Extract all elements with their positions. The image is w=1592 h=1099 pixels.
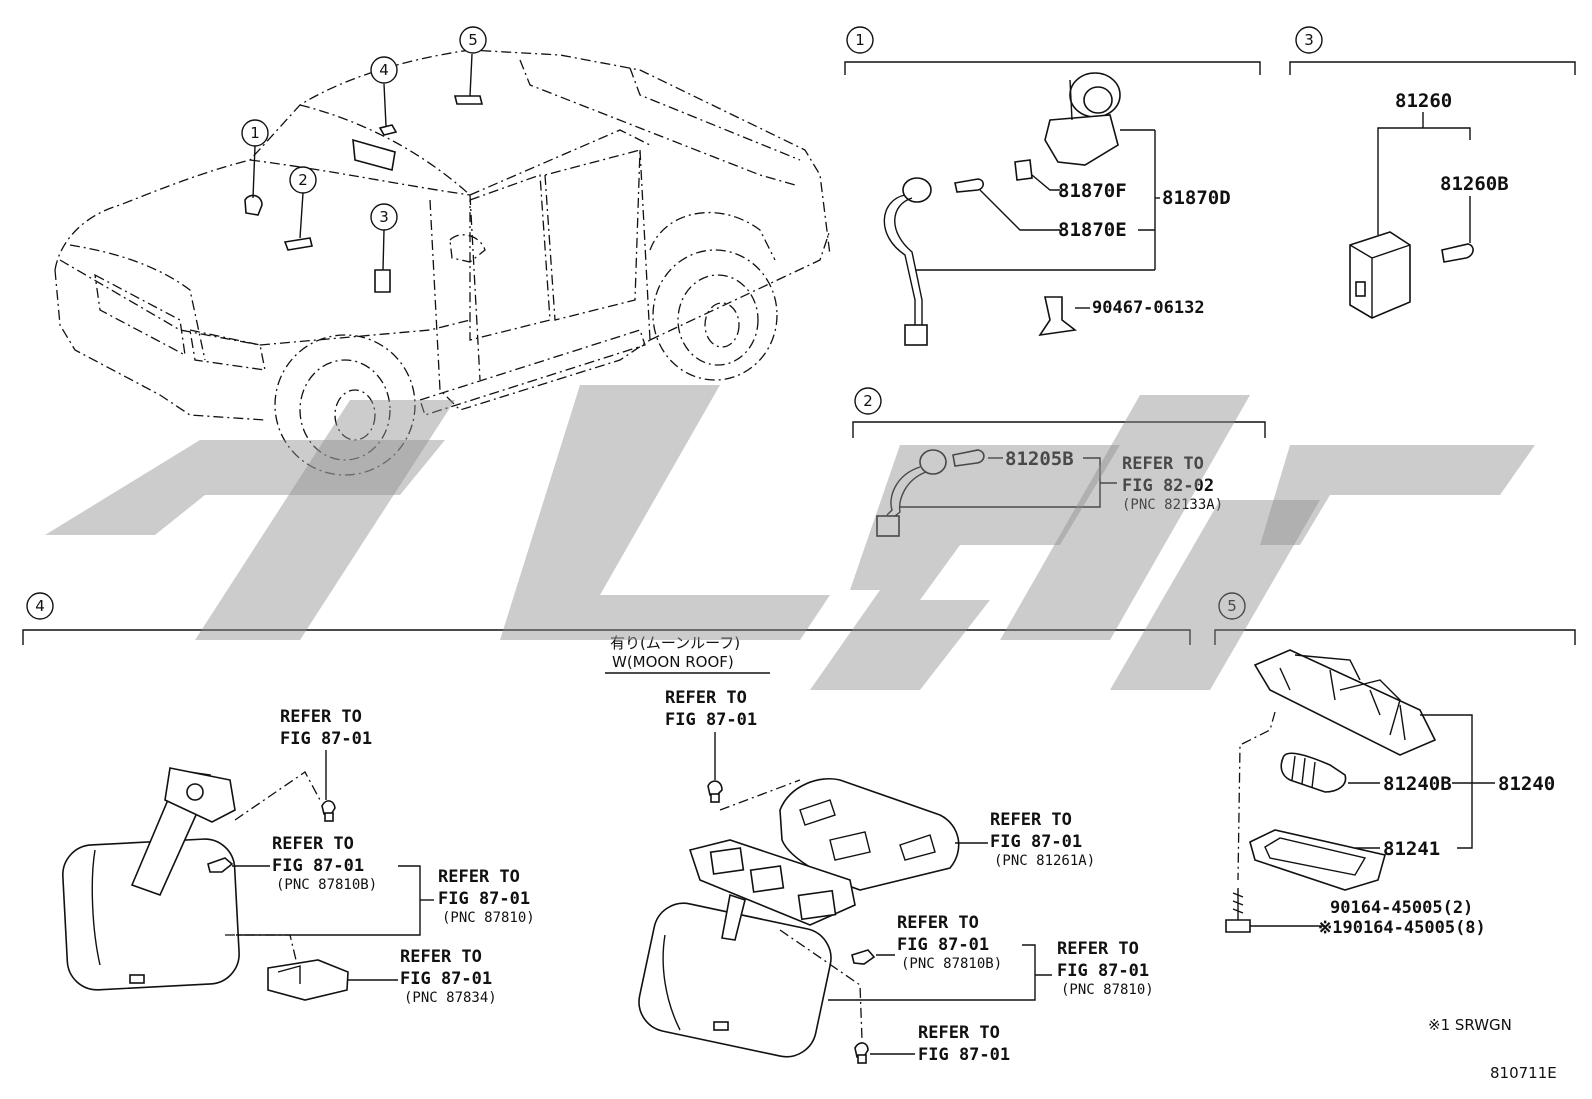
ref-f-1[interactable]: REFER TO: [990, 810, 1072, 830]
truck-callout-2[interactable]: 2: [289, 166, 317, 194]
ref-b-2[interactable]: FIG 87-01: [272, 856, 364, 876]
part-81870E[interactable]: 81870E: [1058, 219, 1127, 241]
svg-text:1: 1: [855, 31, 865, 49]
part-81260B[interactable]: 81260B: [1440, 173, 1509, 195]
interior-lamp-housing: [1253, 649, 1437, 756]
rear-view-mirror-right: [638, 893, 832, 1058]
ref-i-1[interactable]: REFER TO: [918, 1023, 1000, 1043]
part-81241[interactable]: 81241: [1383, 838, 1440, 860]
part-81240B[interactable]: 81240B: [1383, 773, 1452, 795]
part-81240[interactable]: 81240: [1498, 773, 1555, 795]
section-2: 2 81205B REFER TO FIG 82-02 (PNC 82133A): [852, 387, 1266, 537]
ref-h-2[interactable]: FIG 87-01: [1057, 961, 1149, 981]
ref-c-1[interactable]: REFER TO: [438, 867, 520, 887]
control-unit: [1349, 231, 1411, 319]
ref-e-2[interactable]: FIG 87-01: [665, 710, 757, 730]
ref-b-1[interactable]: REFER TO: [272, 834, 354, 854]
ref-g-1[interactable]: REFER TO: [897, 913, 979, 933]
part-81260[interactable]: 81260: [1395, 90, 1452, 112]
section2-refer-3: (PNC 82133A): [1122, 497, 1223, 513]
truck-callout-1[interactable]: 1: [241, 119, 269, 147]
moonroof-en-label: W(MOON ROOF): [612, 653, 734, 671]
truck-callout-4[interactable]: 4: [370, 56, 398, 84]
console-lamp-panel: [688, 839, 856, 926]
ref-d-1[interactable]: REFER TO: [400, 947, 482, 967]
ref-b-3: (PNC 87810B): [276, 877, 377, 893]
svg-text:2: 2: [298, 171, 308, 189]
part-81205B[interactable]: 81205B: [1005, 448, 1074, 470]
ref-d-2[interactable]: FIG 87-01: [400, 969, 492, 989]
ref-e-1[interactable]: REFER TO: [665, 688, 747, 708]
part-81870D[interactable]: 81870D: [1162, 187, 1231, 209]
truck-callout-5[interactable]: 5: [459, 26, 487, 54]
svg-text:3: 3: [379, 208, 389, 226]
svg-text:1: 1: [250, 124, 260, 142]
section-3: 3 81260 81260B: [1289, 26, 1576, 319]
console-housing: [779, 778, 960, 891]
rear-view-mirror-left: [62, 767, 240, 991]
ref-i-2[interactable]: FIG 87-01: [918, 1045, 1010, 1065]
screw: [1225, 888, 1251, 933]
truck-illustration: 1 2 3 4 5: [54, 26, 831, 476]
ref-c-3: (PNC 87810): [442, 910, 535, 926]
ref-g-3: (PNC 87810B): [901, 956, 1002, 972]
moonroof-jp-label: 有り(ムーンルーフ): [610, 634, 740, 652]
ref-f-3: (PNC 81261A): [994, 853, 1095, 869]
part-190164-45005[interactable]: ※190164-45005(8): [1318, 918, 1486, 938]
svg-text:4: 4: [35, 597, 45, 615]
part-81870F[interactable]: 81870F: [1058, 180, 1127, 202]
svg-text:5: 5: [1227, 597, 1237, 615]
svg-text:3: 3: [1304, 31, 1314, 49]
ref-c-2[interactable]: FIG 87-01: [438, 889, 530, 909]
part-90164-45005[interactable]: 90164-45005(2): [1330, 898, 1473, 918]
figure-id: 810711E: [1490, 1064, 1557, 1082]
svg-text:5: 5: [468, 31, 478, 49]
footnote: ※1 SRWGN: [1428, 1016, 1512, 1034]
lamp-holder: [1044, 72, 1121, 166]
section-1: 1 81870F 81870D 81870E 90467: [844, 26, 1261, 346]
ref-f-2[interactable]: FIG 87-01: [990, 832, 1082, 852]
ref-h-3: (PNC 87810): [1061, 982, 1154, 998]
part-90467-06132[interactable]: 90467-06132: [1092, 298, 1205, 318]
watermark-logo: [45, 385, 1535, 690]
ref-g-2[interactable]: FIG 87-01: [897, 935, 989, 955]
section-5: 5 81240B 81240 81241 90164-45005(2) ※190…: [1214, 592, 1576, 938]
ref-d-3: (PNC 87834): [404, 990, 497, 1006]
section2-refer-2[interactable]: FIG 82-02: [1122, 476, 1214, 496]
truck-callout-3[interactable]: 3: [370, 203, 398, 231]
section2-refer-1[interactable]: REFER TO: [1122, 454, 1204, 474]
ref-h-1[interactable]: REFER TO: [1057, 939, 1139, 959]
svg-text:2: 2: [863, 392, 873, 410]
svg-text:4: 4: [379, 61, 389, 79]
ref-a-1[interactable]: REFER TO: [280, 707, 362, 727]
socket-wire: [883, 177, 932, 346]
section-4: 4 有り(ムーンルーフ) W(MOON ROOF) REFER TO FIG 8…: [22, 592, 1191, 1065]
ref-a-2[interactable]: FIG 87-01: [280, 729, 372, 749]
